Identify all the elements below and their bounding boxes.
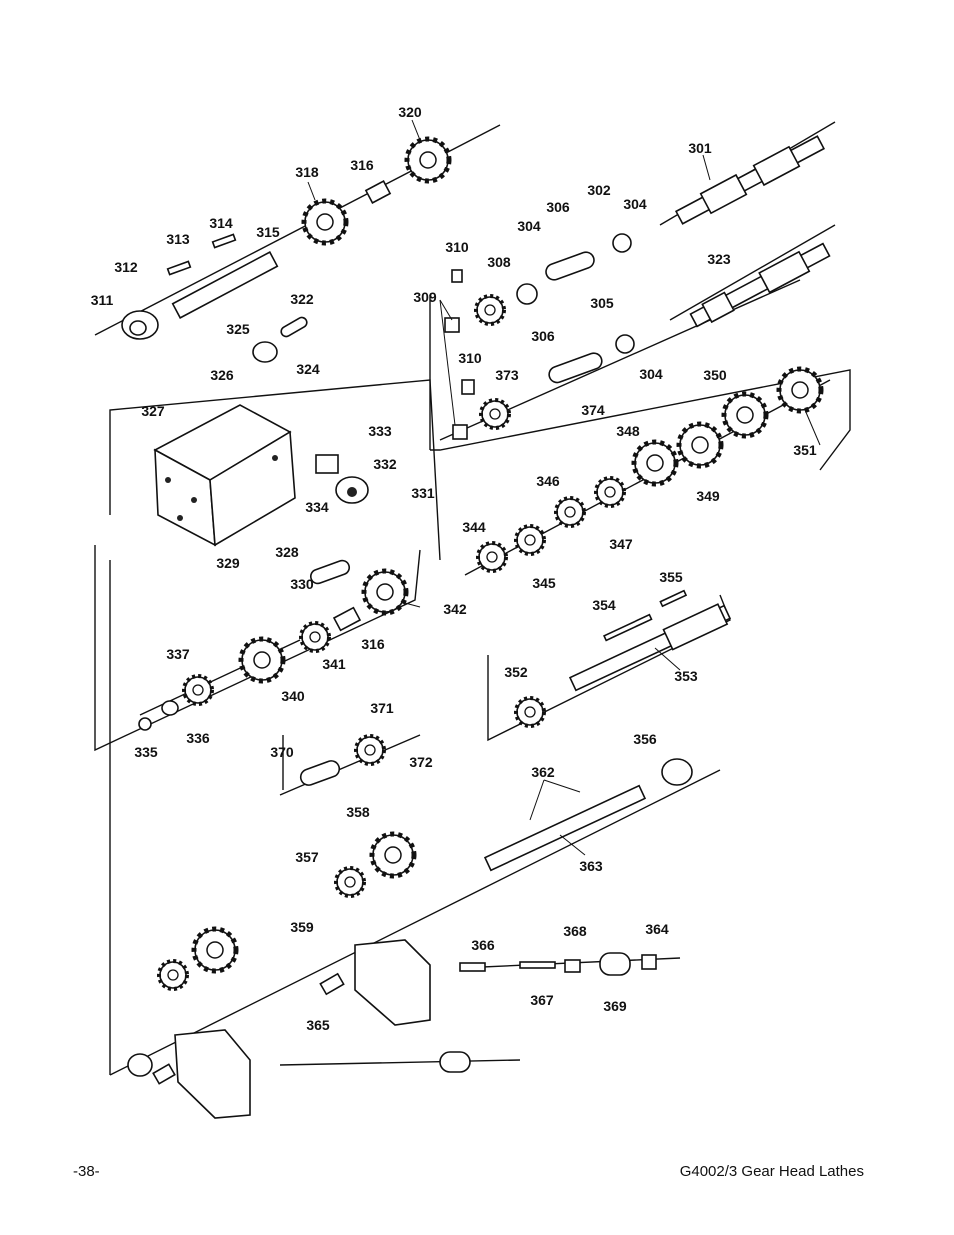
- gearbox-housing-part: [153, 404, 296, 547]
- label-350: 350: [703, 367, 727, 383]
- label-323: 323: [707, 251, 731, 267]
- label-337: 337: [166, 646, 190, 662]
- label-340: 340: [281, 688, 305, 704]
- label-357: 357: [295, 849, 319, 865]
- label-365: 365: [306, 1017, 330, 1033]
- part-shapes: [121, 135, 831, 1119]
- label-312: 312: [114, 259, 138, 275]
- label-304: 304: [639, 366, 663, 382]
- leader-lines: [307, 119, 821, 856]
- label-346: 346: [536, 473, 560, 489]
- label-333: 333: [368, 423, 392, 439]
- label-330: 330: [290, 576, 314, 592]
- label-353: 353: [674, 668, 698, 684]
- label-367: 367: [530, 992, 554, 1008]
- label-308: 308: [487, 254, 511, 270]
- label-305: 305: [590, 295, 614, 311]
- label-362: 362: [531, 764, 555, 780]
- label-310: 310: [445, 239, 469, 255]
- label-310: 310: [458, 350, 482, 366]
- label-368: 368: [563, 923, 587, 939]
- label-364: 364: [645, 921, 669, 937]
- label-371: 371: [370, 700, 394, 716]
- label-331: 331: [411, 485, 435, 501]
- label-336: 336: [186, 730, 210, 746]
- label-358: 358: [346, 804, 370, 820]
- label-324: 324: [296, 361, 320, 377]
- label-302: 302: [587, 182, 611, 198]
- label-320: 320: [398, 104, 422, 120]
- label-316: 316: [350, 157, 374, 173]
- label-329: 329: [216, 555, 240, 571]
- shaft-323-part: [689, 242, 831, 328]
- label-304: 304: [623, 196, 647, 212]
- label-370: 370: [270, 744, 294, 760]
- label-372: 372: [409, 754, 433, 770]
- label-335: 335: [134, 744, 158, 760]
- label-301: 301: [688, 140, 712, 156]
- label-304: 304: [517, 218, 541, 234]
- label-328: 328: [275, 544, 299, 560]
- label-309: 309: [413, 289, 437, 305]
- page-number: -38-: [73, 1163, 100, 1180]
- label-348: 348: [616, 423, 640, 439]
- label-344: 344: [462, 519, 486, 535]
- label-341: 341: [322, 656, 346, 672]
- label-366: 366: [471, 937, 495, 953]
- label-354: 354: [592, 597, 616, 613]
- shaft-315-part: [171, 251, 279, 319]
- label-351: 351: [793, 442, 817, 458]
- label-374: 374: [581, 402, 605, 418]
- label-306: 306: [546, 199, 570, 215]
- label-318: 318: [295, 164, 319, 180]
- label-314: 314: [209, 215, 233, 231]
- label-345: 345: [532, 575, 556, 591]
- label-332: 332: [373, 456, 397, 472]
- label-349: 349: [696, 488, 720, 504]
- label-311: 311: [91, 292, 114, 308]
- label-347: 347: [609, 536, 633, 552]
- label-352: 352: [504, 664, 528, 680]
- label-369: 369: [603, 998, 627, 1014]
- manual-title: G4002/3 Gear Head Lathes: [679, 1163, 864, 1180]
- label-316: 316: [361, 636, 385, 652]
- label-334: 334: [305, 499, 329, 515]
- label-306: 306: [531, 328, 555, 344]
- label-325: 325: [226, 321, 250, 337]
- worm-shaft-part: [674, 135, 826, 225]
- label-373: 373: [495, 367, 519, 383]
- label-327: 327: [141, 403, 165, 419]
- label-355: 355: [659, 569, 683, 585]
- label-315: 315: [256, 224, 280, 240]
- label-326: 326: [210, 367, 234, 383]
- part-labels: 301 302 304 304 304 305 306 306 308 309 …: [91, 104, 817, 1033]
- label-356: 356: [633, 731, 657, 747]
- label-322: 322: [290, 291, 314, 307]
- label-342: 342: [443, 601, 467, 617]
- label-359: 359: [290, 919, 314, 935]
- label-363: 363: [579, 858, 603, 874]
- label-313: 313: [166, 231, 190, 247]
